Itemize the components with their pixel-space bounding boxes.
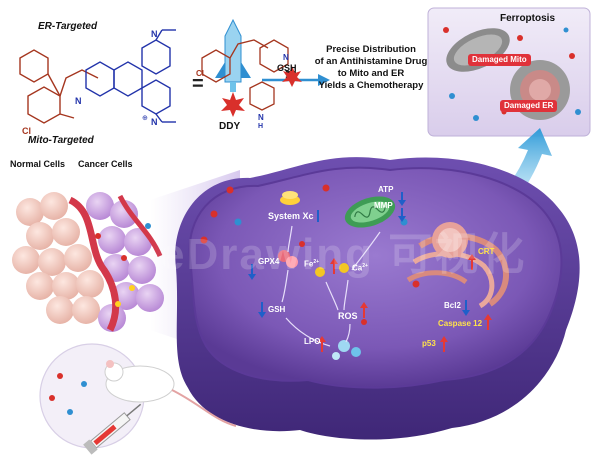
watermark: eDrawing 可视化 (160, 230, 527, 279)
ddy-rocket-icon (215, 18, 251, 92)
regulation-arrows (248, 192, 492, 352)
ferroptosis-panel (427, 7, 591, 137)
system-xc-label: System Xc (268, 211, 314, 221)
ddy-label: DDY (219, 121, 241, 132)
chem-cl-1: Cl (22, 126, 31, 136)
damaged-er-tag: Damaged ER (500, 100, 558, 112)
p53-label: p53 (422, 339, 436, 348)
cell-illustration (175, 157, 580, 440)
fe-ion-icon (315, 267, 325, 277)
ca-ion-label: Ca2+ (352, 264, 368, 273)
gpx4-label: GPX4 (258, 257, 280, 266)
crt-label: CRT (478, 247, 495, 256)
bcl2-label: Bcl2 (444, 301, 461, 310)
caption-line-2: of an Antihistamine Drug (314, 56, 428, 67)
chem-n-piperidine: N (258, 113, 264, 122)
fe-charge: 2+ (313, 259, 320, 265)
tissue-illustration (12, 192, 164, 332)
mouse-icon (104, 360, 237, 427)
er-targeted-label: ER-Targeted (38, 21, 98, 32)
caption-line-4: Yields a Chemotherapy (318, 80, 424, 91)
cancer-cells-label: Cancer Cells (78, 159, 133, 169)
normal-cells-label: Normal Cells (10, 159, 66, 169)
chem-h: H (258, 123, 263, 130)
nucleus-icon (432, 222, 468, 258)
normal-cell-cluster (12, 192, 104, 324)
gsh-cell-label: GSH (268, 305, 286, 314)
caption-line-1: Precise Distribution (326, 44, 416, 55)
gsh-arrow-label: GSH (277, 63, 297, 73)
gpx4-molecule-icon (278, 250, 298, 268)
fe-ion-label: Fe2+ (304, 260, 319, 269)
drug-entering-particles (200, 184, 420, 325)
fe-symbol: Fe (304, 259, 314, 269)
atom-labels-chem: N N N ⊕ Cl (22, 29, 158, 136)
ros-label: ROS (338, 311, 358, 321)
chem-cl-2: Cl (196, 69, 204, 78)
mito-targeted-label: Mito-Targeted (28, 135, 94, 146)
released-drug-structure (201, 39, 289, 111)
system-xc-transporter-icon (280, 191, 300, 205)
chem-n-plus: N (151, 117, 158, 127)
drug-burst-icon-ddy (221, 92, 245, 117)
ferroptosis-label: Ferroptosis (500, 13, 556, 24)
mitochondria-icon (344, 196, 396, 228)
ca-symbol: Ca (352, 263, 363, 273)
atp-label: ATP (378, 185, 394, 194)
chemical-structure (19, 49, 99, 124)
blood-vessel (68, 196, 120, 332)
chemical-structure-blue (85, 29, 176, 123)
lpo-bubbles-icon (332, 340, 361, 360)
caspase12-label: Caspase 12 (438, 319, 483, 328)
pathway-arrows (281, 225, 381, 347)
chem-plus: ⊕ (142, 115, 148, 122)
mouse-inset-drug-particles (49, 373, 87, 415)
cell-cytoplasm (188, 166, 563, 389)
chem-n-pyridine: N (283, 53, 289, 62)
damaged-mito-tag: Damaged Mito (468, 54, 531, 66)
equals-sign-1: = (192, 73, 204, 95)
precise-distribution-caption: Precise Distribution of an Antihistamine… (296, 44, 446, 92)
mmp-label: MMP (374, 201, 393, 210)
chem-n-top: N (151, 29, 158, 39)
caption-line-3: to Mito and ER (337, 68, 405, 79)
chem-n-mid: N (75, 96, 82, 106)
lpo-label: LPO (304, 337, 321, 346)
ca-ion-icon (339, 263, 349, 273)
ca-charge: 2+ (362, 263, 368, 269)
drug-burst-icon-released (282, 66, 302, 87)
tissue-drug-particles (95, 223, 151, 307)
syringe-icon (83, 403, 142, 455)
